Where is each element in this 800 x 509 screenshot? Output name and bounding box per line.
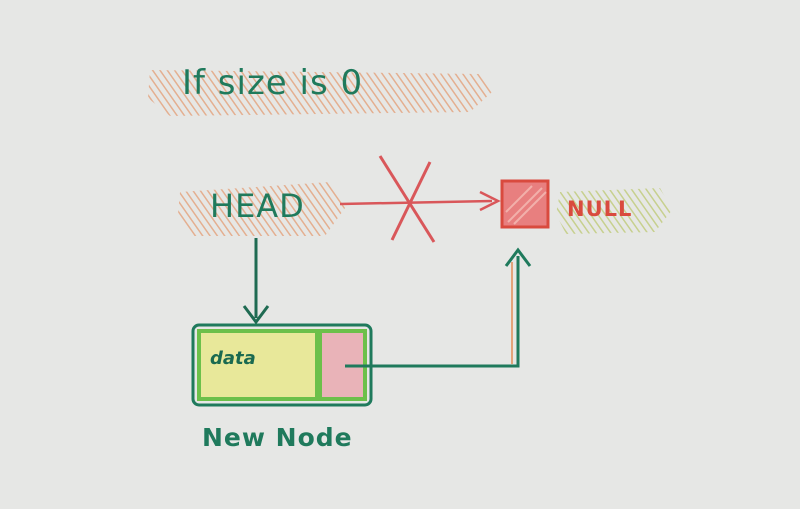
head-to-node-arrowhead <box>242 305 270 325</box>
node-caption: New Node <box>202 423 353 452</box>
old-head-pointer <box>339 199 493 206</box>
diagram-title: If size is 0 <box>182 63 364 103</box>
old-head-pointer-arrowhead <box>479 190 501 212</box>
node-data-field <box>197 329 319 401</box>
node-to-null-arrowhead <box>504 247 532 267</box>
head-highlight <box>178 182 345 236</box>
cross-mark-2 <box>390 161 432 241</box>
head-label: HEAD <box>210 187 305 225</box>
cross-mark-1 <box>378 155 436 243</box>
node-to-null-pointer <box>345 256 520 368</box>
title-highlight <box>148 70 492 116</box>
null-highlight <box>556 188 672 234</box>
node-data-label: data <box>210 348 256 369</box>
null-label: NULL <box>567 197 633 221</box>
null-box-shading <box>505 185 547 225</box>
